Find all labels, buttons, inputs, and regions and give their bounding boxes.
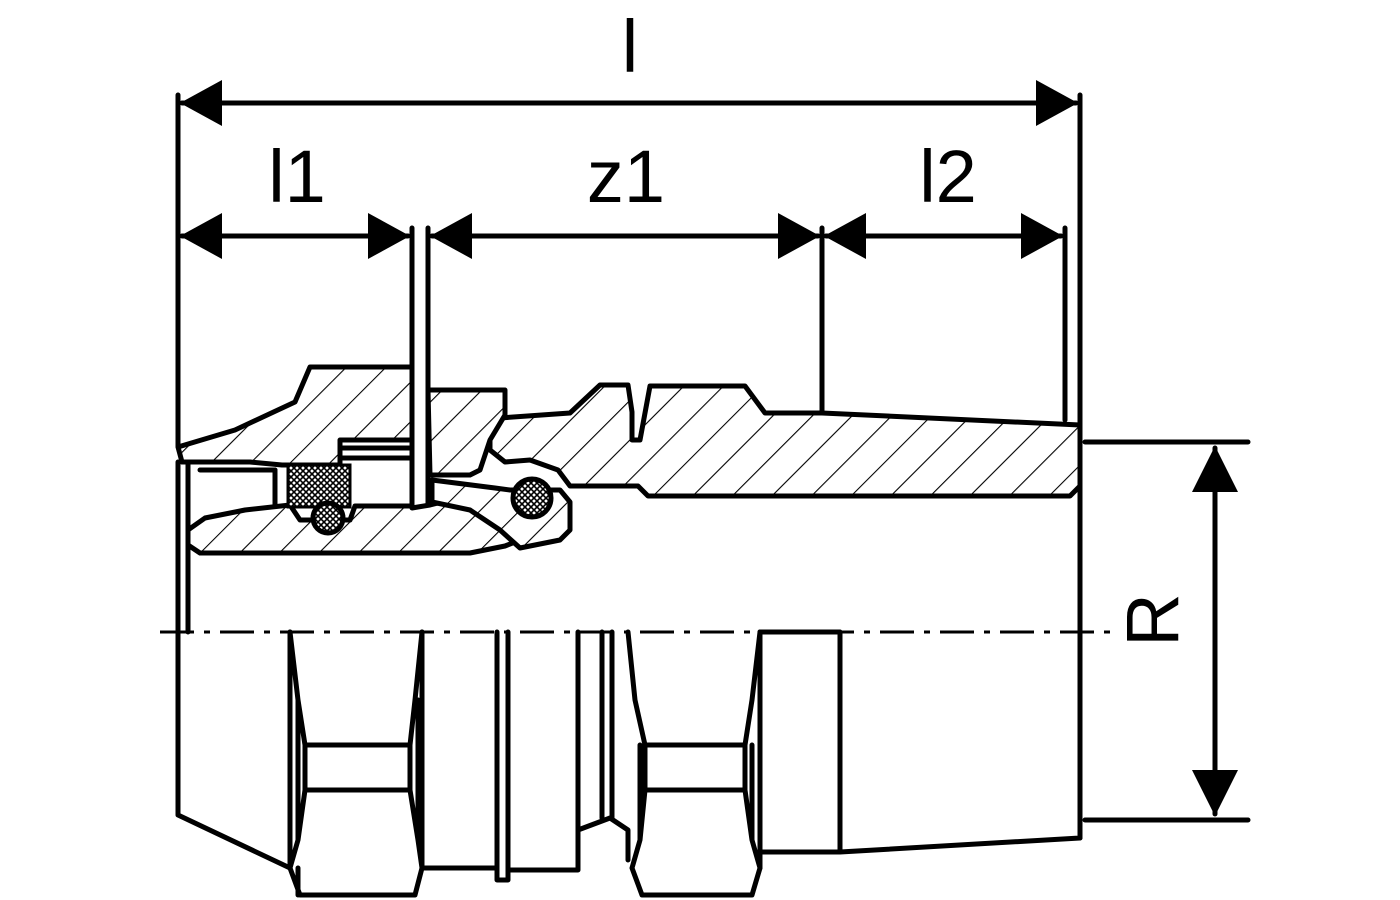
o-ring-outer xyxy=(510,476,554,520)
nut-outline xyxy=(175,629,293,871)
grip-ring xyxy=(286,463,352,509)
arrow-left-icon xyxy=(180,213,222,259)
arrow-right-icon xyxy=(368,213,410,259)
arrow-down-icon xyxy=(1192,770,1238,816)
dimension-l1: l1 xyxy=(179,135,411,259)
arrow-left-icon xyxy=(430,213,472,259)
hex-nut-left xyxy=(287,629,425,898)
sectioned-half xyxy=(175,364,1083,635)
dimension-R: R xyxy=(1111,445,1238,817)
dimension-l2: l2 xyxy=(823,135,1064,259)
dimension-label-R: R xyxy=(1111,593,1194,646)
o-ring-inner xyxy=(310,500,346,536)
arrow-left-icon xyxy=(180,80,222,126)
arrow-right-icon xyxy=(1021,213,1063,259)
arrow-right-icon xyxy=(778,213,820,259)
external-half xyxy=(175,439,1083,898)
arrow-left-icon xyxy=(824,213,866,259)
dimension-label-l2: l2 xyxy=(919,135,977,218)
dimension-label-z1: z1 xyxy=(587,135,665,218)
arrow-right-icon xyxy=(1036,80,1078,126)
dimension-label-l: l xyxy=(622,5,638,88)
arrow-up-icon xyxy=(1192,446,1238,492)
threaded-body-section xyxy=(487,382,1083,499)
thread-external xyxy=(757,629,1083,855)
dimension-z1: z1 xyxy=(429,135,821,259)
hex-nut-right xyxy=(599,629,763,898)
ring-section xyxy=(425,387,508,478)
dimension-label-l1: l1 xyxy=(268,135,326,218)
dimension-l: l xyxy=(179,5,1079,126)
extension-lines xyxy=(175,92,1251,823)
middle-body xyxy=(419,629,631,883)
